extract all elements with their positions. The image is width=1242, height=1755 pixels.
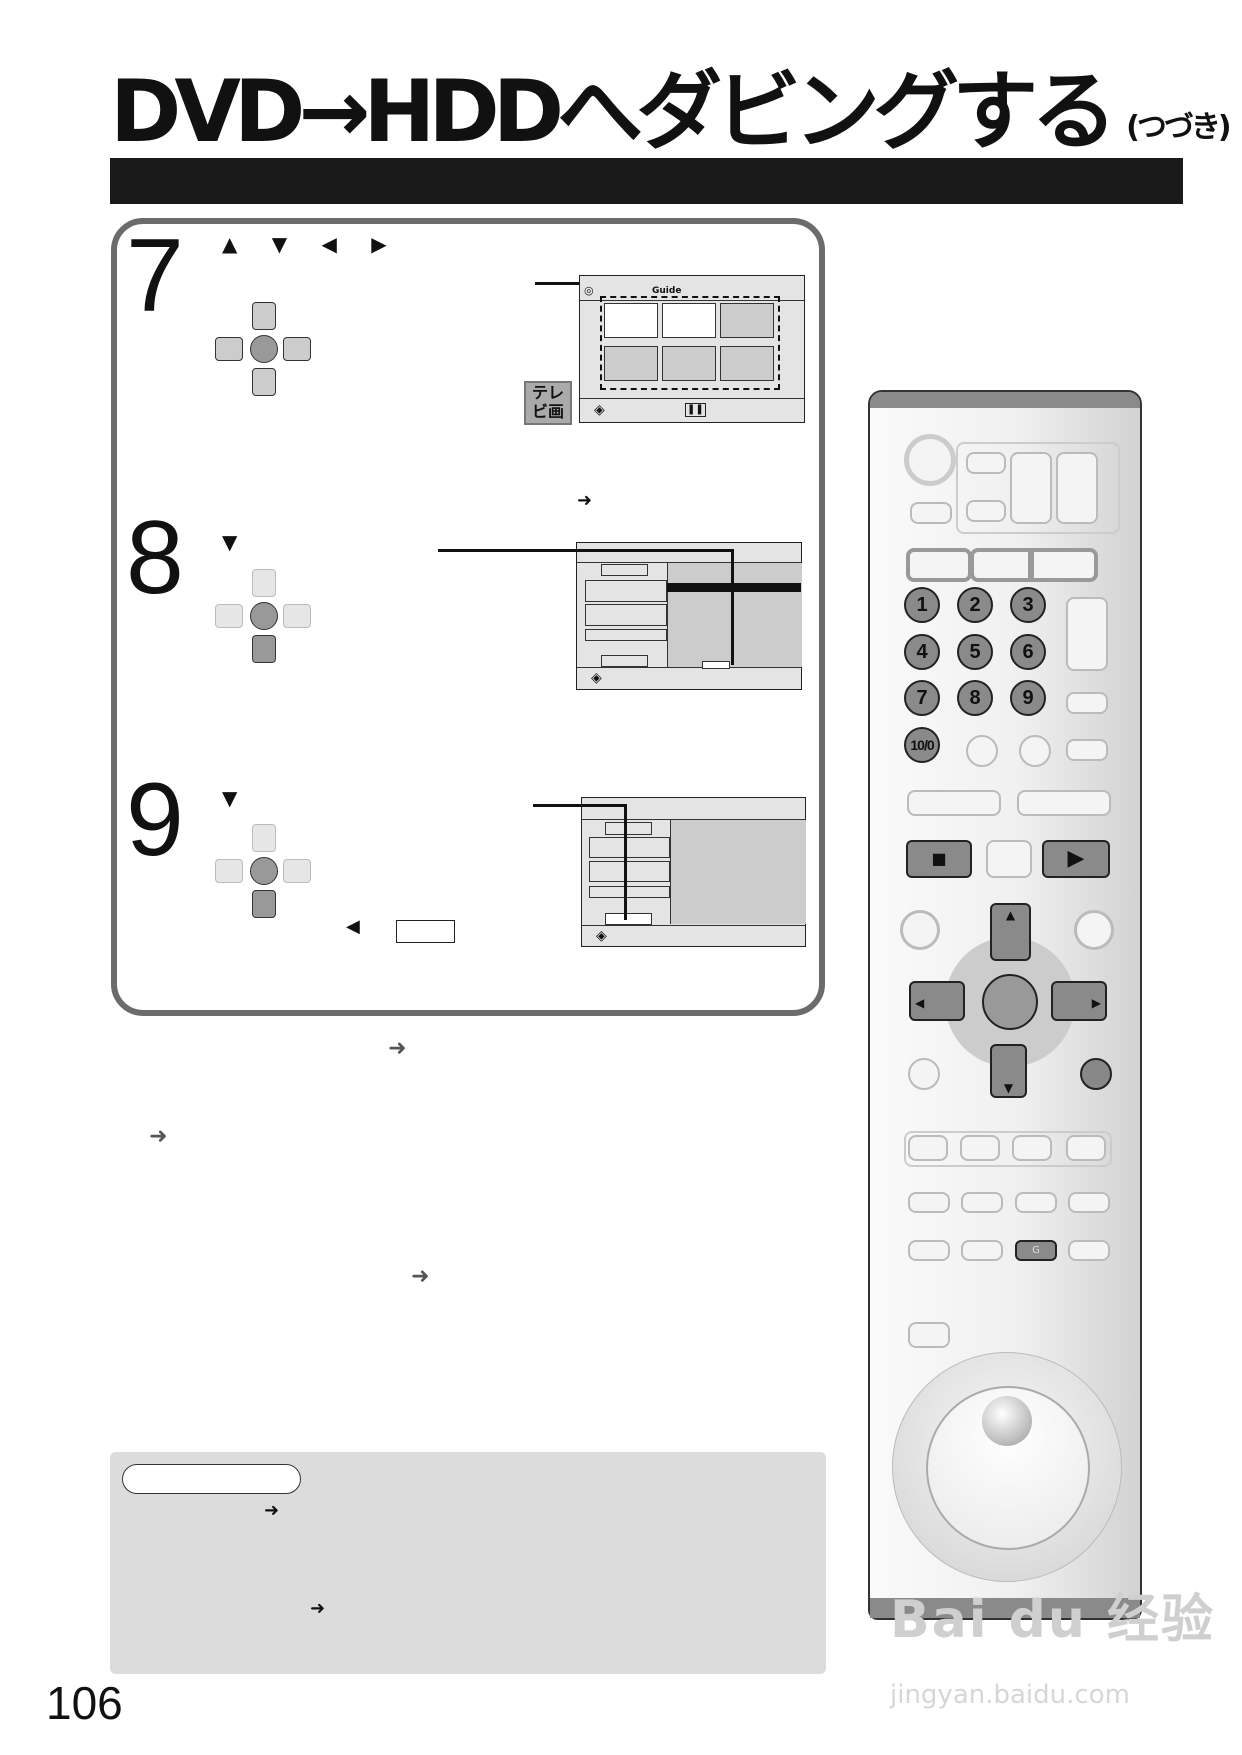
callout-line xyxy=(731,549,734,665)
reference-arrow: ➜ xyxy=(411,1264,430,1289)
reference-arrow: ➜ xyxy=(577,490,593,511)
baidu-watermark-url: jingyan.baidu.com xyxy=(890,1680,1130,1710)
navigate-icon: ◈ xyxy=(596,928,607,944)
number-button-1: 1 xyxy=(904,587,940,623)
step-7-keys: ▲ ▼ ◀ ▶ xyxy=(222,232,401,256)
pause-icon: ❚❚ xyxy=(685,403,706,417)
callout-line xyxy=(438,549,734,552)
play-button: ▶ xyxy=(1042,840,1110,878)
baidu-watermark: Bai du 经验 xyxy=(890,1590,1215,1650)
number-button-10: 10/0 xyxy=(904,727,940,763)
number-button-6: 6 xyxy=(1010,634,1046,670)
callout-line xyxy=(533,804,627,807)
section-bar xyxy=(110,158,1183,204)
reference-arrow: ➜ xyxy=(149,1124,168,1149)
screen-7-thumbnails: ◎ Guide ◈ ❚❚ xyxy=(579,275,805,423)
number-button-9: 9 xyxy=(1010,680,1046,716)
step-9-keys: ▼ xyxy=(222,786,252,810)
right-button: ▶ xyxy=(1051,981,1107,1021)
step-8-keys: ▼ xyxy=(222,530,252,554)
page-title-suffix: (つづき) xyxy=(1126,110,1231,145)
step-9-left-key: ◀ xyxy=(346,916,360,937)
up-button: ▲ xyxy=(990,903,1031,961)
callout-line xyxy=(624,804,627,920)
steps-box xyxy=(111,218,825,1016)
reference-arrow: ➜ xyxy=(388,1036,407,1061)
remote-control-illustration: 1 2 3 4 5 6 7 8 9 10/0 ■ ▶ ▲ ▼ ◀ ▶ G xyxy=(868,390,1142,1620)
number-button-5: 5 xyxy=(957,634,993,670)
number-button-2: 2 xyxy=(957,587,993,623)
button-illustration xyxy=(396,920,455,943)
tv-screen-icon: テレビ画面 xyxy=(524,381,572,425)
step-9-number: 9 xyxy=(126,762,184,878)
stop-button: ■ xyxy=(906,840,972,878)
navigate-icon: ◈ xyxy=(594,402,605,418)
guide-label: Guide xyxy=(652,286,682,296)
g-code-button: G xyxy=(1015,1240,1057,1261)
number-button-4: 4 xyxy=(904,634,940,670)
note-label-pill xyxy=(122,1464,301,1494)
step-7-number: 7 xyxy=(126,218,184,334)
number-button-7: 7 xyxy=(904,680,940,716)
reference-arrow: ➜ xyxy=(310,1598,326,1619)
page-number: 106 xyxy=(46,1677,123,1729)
reference-arrow: ➜ xyxy=(264,1500,280,1521)
screen-9-confirm: ◈ xyxy=(581,797,806,947)
disc-icon: ◎ xyxy=(584,284,594,297)
left-button: ◀ xyxy=(909,981,965,1021)
page-title: DVD→HDDへダビングする xyxy=(110,62,1117,162)
down-button: ▼ xyxy=(990,1044,1027,1098)
step-8-number: 8 xyxy=(126,500,184,616)
number-button-3: 3 xyxy=(1010,587,1046,623)
navigate-icon: ◈ xyxy=(591,670,602,686)
screen-8-settings: ◈ xyxy=(576,542,802,690)
page-title-row: DVD→HDDへダビングする (つづき) xyxy=(110,62,1232,162)
number-button-8: 8 xyxy=(957,680,993,716)
power-button xyxy=(904,434,956,486)
